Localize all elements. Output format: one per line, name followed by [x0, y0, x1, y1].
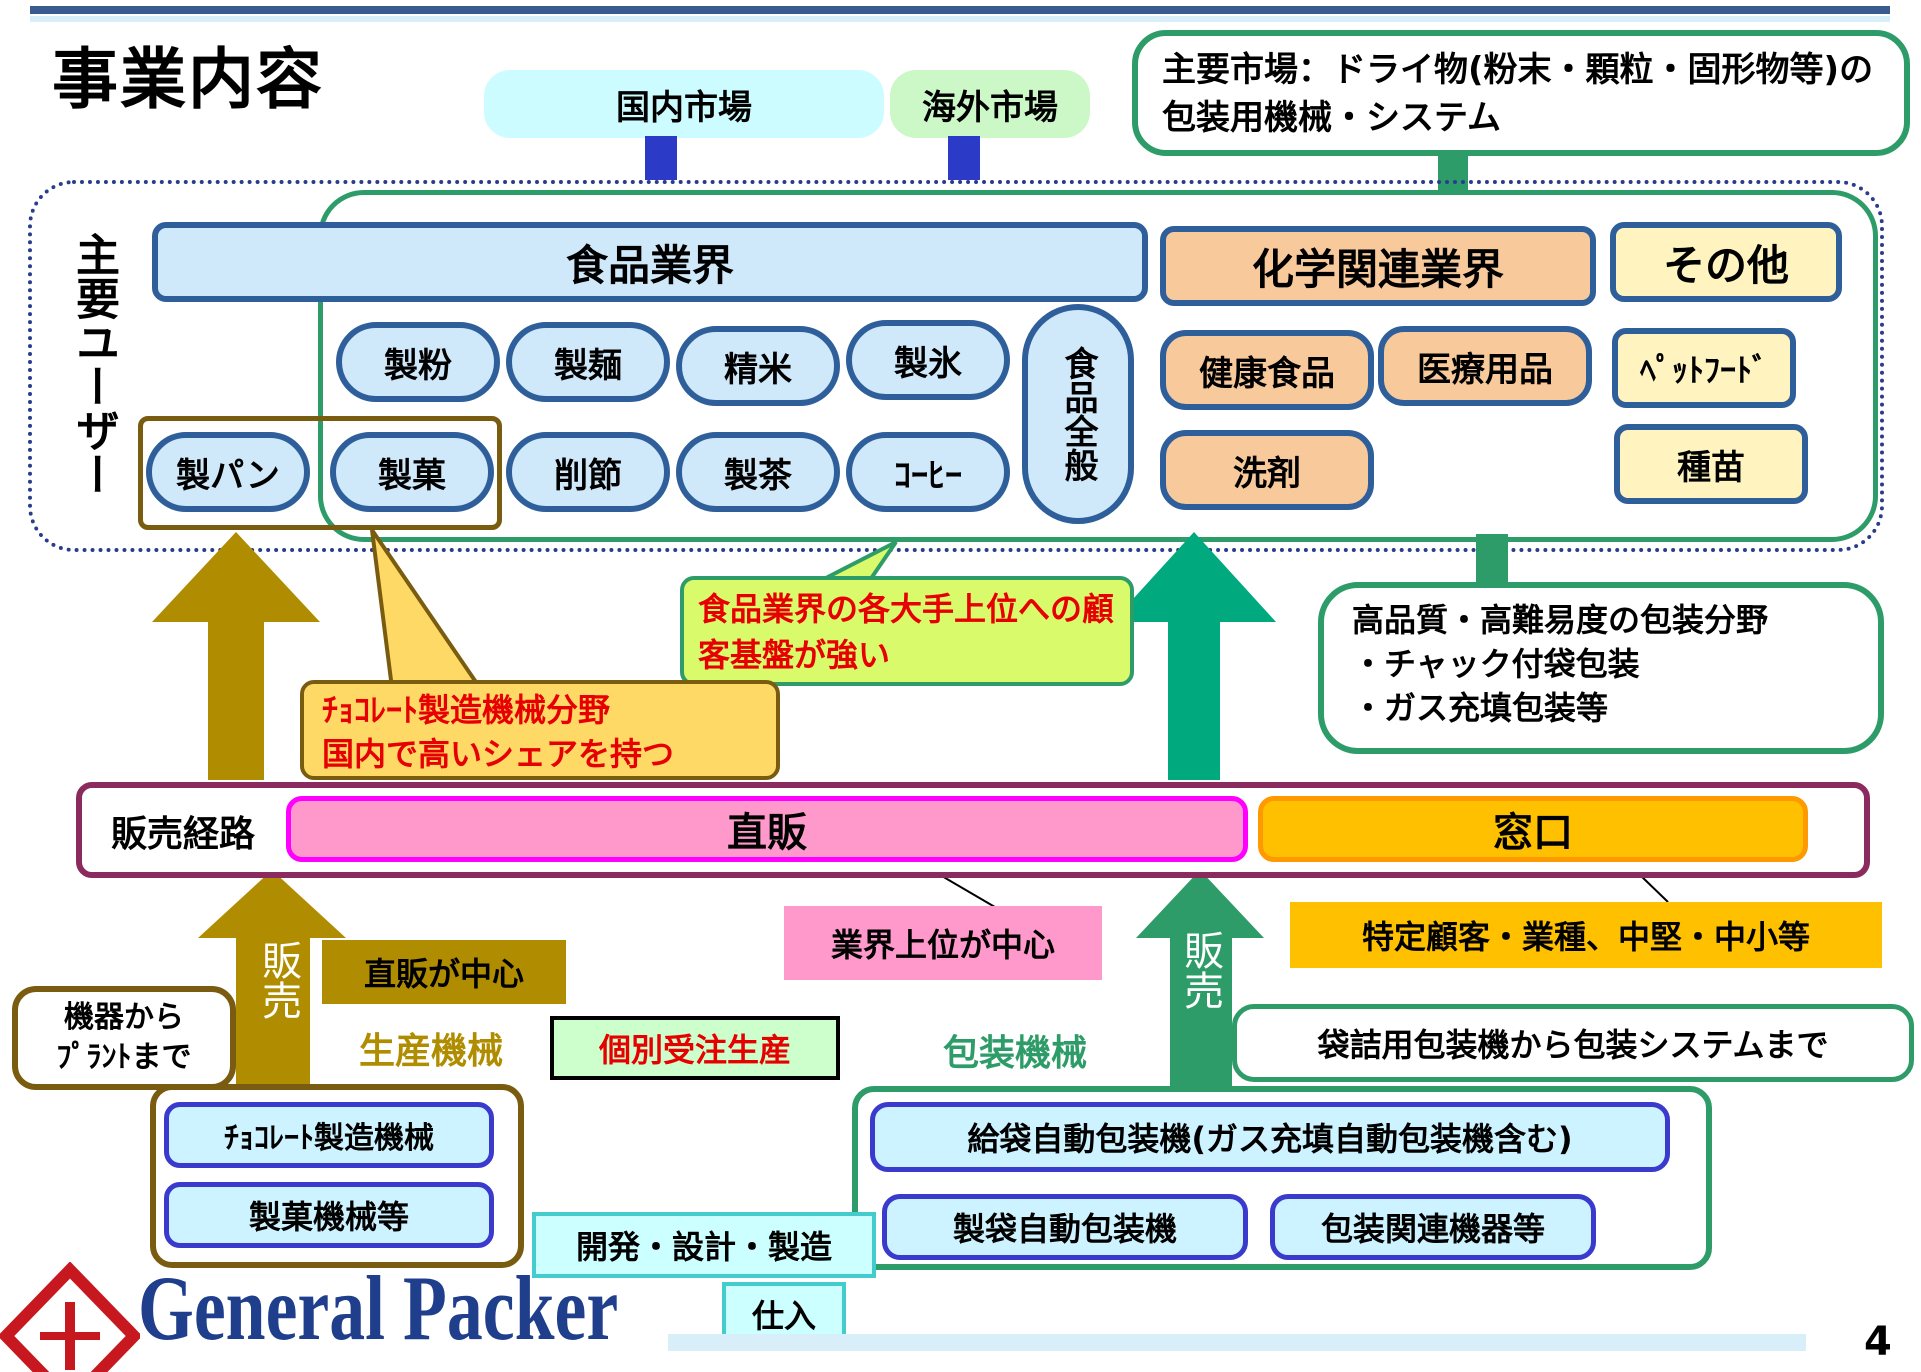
other-industry-header: その他: [1610, 222, 1842, 302]
main-users-label: 主要ユーザー: [68, 232, 119, 507]
packaging-item-related: 包装関連機器等: [1270, 1194, 1596, 1260]
packaging-item-bag-making: 製袋自動包装機: [882, 1194, 1248, 1260]
production-scope-note: 機器から ﾌﾟﾗﾝﾄまで: [12, 986, 236, 1090]
bottom-bar: [668, 1334, 1806, 1351]
packaging-arrow-label-text: 販売: [1177, 930, 1223, 1010]
food-item-kezuribushi: 削節: [506, 432, 670, 512]
packaging-up-arrow: [1112, 532, 1276, 780]
food-item-seika: 製菓: [330, 432, 494, 512]
company-logo-text: General Packer: [138, 1257, 619, 1359]
food-item-seifun: 製粉: [336, 322, 500, 402]
packaging-scope-note: 袋詰用包装機から包装システムまで: [1232, 1004, 1914, 1082]
packaging-title: 包装機械: [942, 1033, 1087, 1074]
other-item-petfood: ﾍﾟｯﾄﾌｰﾄﾞ: [1612, 328, 1796, 408]
food-item-seicha: 製茶: [676, 432, 840, 512]
page-title: 事業内容: [52, 41, 324, 118]
other-item-seedlings: 種苗: [1614, 424, 1808, 504]
direct-sales-note: 業界上位が中心: [784, 906, 1102, 980]
production-up-arrow: [152, 532, 320, 780]
main-market-note: 主要市場：ドライ物(粉末・顆粒・固形物等)の包装用機械・システム: [1132, 30, 1910, 156]
production-direct-center: 直販が中心: [322, 940, 566, 1004]
production-arrow-label-text: 販売: [255, 940, 301, 1020]
direct-sales-bar: 直販: [286, 796, 1248, 862]
food-general-pill: 食品全般: [1022, 304, 1134, 524]
chem-item-medical: 医療用品: [1378, 326, 1592, 406]
window-sales-note: 特定顧客・業種、中堅・中小等: [1290, 902, 1882, 968]
main-users-frame: [28, 180, 1884, 552]
overseas-market-tag: 海外市場: [890, 70, 1090, 138]
production-item-chocolate: ﾁｮｺﾚｰﾄ製造機械: [164, 1102, 494, 1168]
sales-route-label: 販売経路: [110, 814, 255, 855]
production-arrow-label: 販売: [254, 940, 302, 1029]
company-logo-mark: [0, 1262, 140, 1372]
packaging-arrow-label: 販売: [1176, 930, 1224, 1019]
food-item-seihyo: 製氷: [846, 320, 1010, 400]
window-sales-bar: 窓口: [1258, 796, 1808, 862]
high-quality-connector: [1476, 534, 1508, 584]
top-rule-light: [30, 16, 1890, 22]
packaging-item-bag-feeding: 給袋自動包装機(ガス充填自動包装機含む): [870, 1102, 1670, 1172]
food-base-callout: 食品業界の各大手上位への顧客基盤が強い: [680, 576, 1134, 686]
chem-item-health-food: 健康食品: [1160, 330, 1374, 410]
food-item-seimen: 製麺: [506, 322, 670, 402]
chemical-industry-header: 化学関連業界: [1160, 226, 1596, 306]
packaging-machines-frame: [852, 1086, 1712, 1270]
main-users-inner-frame: [318, 190, 1878, 542]
page-number: 4: [1864, 1319, 1892, 1365]
overseas-connector: [948, 136, 980, 180]
chem-item-detergent: 洗剤: [1160, 430, 1374, 510]
production-sales-arrow: [198, 870, 346, 1088]
bakery-confectionery-highlight: [138, 416, 502, 530]
food-item-coffee: ｺｰﾋｰ: [846, 432, 1010, 512]
domestic-connector: [645, 136, 677, 180]
development-box: 開発・設計・製造: [532, 1212, 876, 1278]
food-base-callout-tail: [821, 540, 898, 582]
domestic-market-tag: 国内市場: [484, 70, 884, 138]
main-market-connector: [1438, 154, 1468, 192]
chocolate-callout: ﾁｮｺﾚｰﾄ製造機械分野 国内で高いシェアを持つ: [300, 680, 780, 780]
chocolate-callout-tail: [370, 528, 484, 690]
production-item-confectionery: 製菓機械等: [164, 1182, 494, 1248]
production-machines-frame: [150, 1084, 524, 1268]
high-quality-callout: 高品質・高難易度の包装分野 ・チャック付袋包装 ・ガス充填包装等: [1318, 582, 1884, 754]
food-item-seimai: 精米: [676, 326, 840, 406]
top-rule: [30, 6, 1890, 14]
food-industry-header: 食品業界: [152, 222, 1148, 302]
food-general-label: 食品全般: [1058, 346, 1098, 482]
custom-order-badge: 個別受注生産: [550, 1016, 840, 1080]
main-users-label-text: 主要ユーザー: [68, 232, 119, 496]
production-title: 生産機械: [358, 1031, 503, 1072]
food-item-seipan: 製パン: [146, 432, 310, 512]
